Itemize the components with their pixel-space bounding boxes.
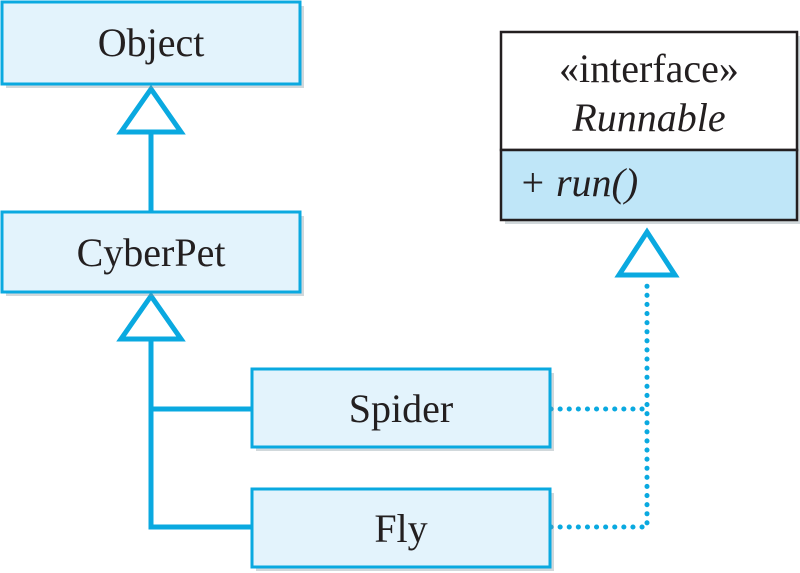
class-name-cyberpet: CyberPet <box>77 230 226 275</box>
realization-arrowhead-runnable <box>614 227 680 278</box>
interface-stereotype: «interface» <box>559 46 739 91</box>
inheritance-arrowhead-object <box>116 84 186 135</box>
class-name-object: Object <box>98 20 205 65</box>
class-fly[interactable]: Fly <box>250 487 554 571</box>
class-name-fly: Fly <box>374 506 427 551</box>
interface-runnable[interactable]: «interface» Runnable + run() <box>499 30 800 224</box>
class-name-spider: Spider <box>349 386 453 431</box>
class-cyberpet[interactable]: CyberPet <box>0 210 304 296</box>
inheritance-lines-spider-fly-cyberpet <box>148 338 252 530</box>
inheritance-arrowhead-cyberpet <box>116 291 186 342</box>
class-spider[interactable]: Spider <box>250 367 554 451</box>
realization-lines-runnable <box>548 275 650 530</box>
interface-name: Runnable <box>571 95 725 140</box>
interface-method-run: + run() <box>519 160 638 205</box>
class-object[interactable]: Object <box>0 0 304 88</box>
